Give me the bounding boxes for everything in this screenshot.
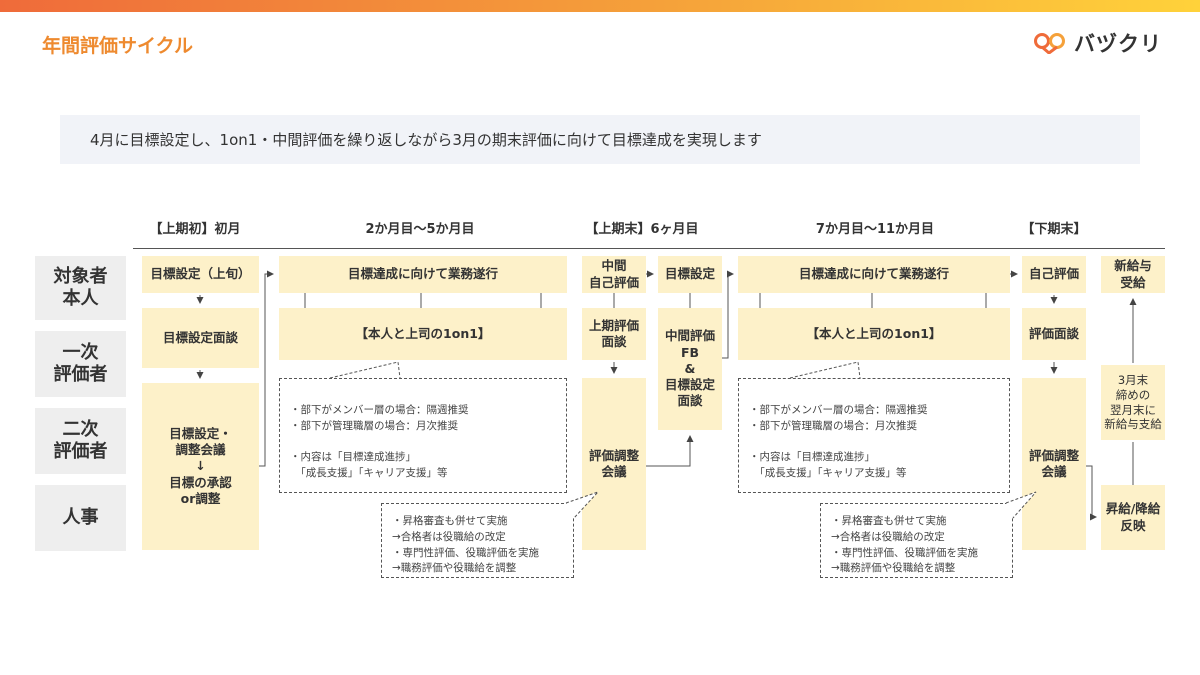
role-second-evaluator: 二次 評価者 <box>35 408 126 474</box>
phase-label-4: 7か月目〜11か月目 <box>815 222 935 237</box>
box-goal-interview: 目標設定面談 <box>142 308 259 368</box>
box-1on1-1: 【本人と上司の1on1】 <box>279 308 567 360</box>
box-mid-self-eval: 中間 自己評価 <box>582 256 646 293</box>
logo-text: バヅクリ <box>1074 32 1162 56</box>
box-eval-adjust-meeting-1: 評価調整 会議 <box>582 378 646 550</box>
company-logo: バヅクリ <box>1032 28 1172 58</box>
page-title: 年間評価サイクル <box>42 35 194 57</box>
phase-label-1: 【上期初】初月 <box>149 222 241 237</box>
box-goal-setting-early: 目標設定（上旬） <box>142 256 259 293</box>
role-self: 対象者 本人 <box>35 256 126 320</box>
note-hr-2: ・昇格審査も併せて実施 →合格者は役職給の改定 ・専門性評価、役職評価を実施 →… <box>820 503 1013 578</box>
box-task-execution-1: 目標達成に向けて業務遂行 <box>279 256 567 293</box>
role-hr: 人事 <box>35 485 126 551</box>
note-hr-1: ・昇格審査も併せて実施 →合格者は役職給の改定 ・専門性評価、役職評価を実施 →… <box>381 503 574 578</box>
note-1on1-1: ・部下がメンバー層の場合：隔週推奨 ・部下が管理職層の場合：月次推奨 ・内容は「… <box>279 378 567 493</box>
box-new-salary-note: 3月末 締めの 翌月末に 新給与支給 <box>1101 365 1165 440</box>
summary-banner: 4月に目標設定し、1on1・中間評価を繰り返しながら3月の期末評価に向けて目標達… <box>60 115 1140 164</box>
logo-mark-icon <box>1034 33 1065 54</box>
box-raise-reflect: 昇給/降給 反映 <box>1101 485 1165 550</box>
box-task-execution-2: 目標達成に向けて業務遂行 <box>738 256 1010 293</box>
box-1on1-2: 【本人と上司の1on1】 <box>738 308 1010 360</box>
box-mid-fb-interview: 中間評価 FB & 目標設定 面談 <box>658 308 722 430</box>
box-h1-eval-interview: 上期評価 面談 <box>582 308 646 360</box>
box-adjust-meeting: 目標設定・ 調整会議 ↓ 目標の承認 or調整 <box>142 383 259 550</box>
role-first-evaluator: 一次 評価者 <box>35 331 126 397</box>
box-goal-setting-mid: 目標設定 <box>658 256 722 293</box>
top-gradient-bar <box>0 0 1200 12</box>
box-eval-adjust-meeting-2: 評価調整 会議 <box>1022 378 1086 550</box>
box-new-salary: 新給与 受給 <box>1101 256 1165 293</box>
phase-label-3: 【上期末】6ヶ月目 <box>585 222 699 237</box>
note-1on1-2: ・部下がメンバー層の場合：隔週推奨 ・部下が管理職層の場合：月次推奨 ・内容は「… <box>738 378 1010 493</box>
phase-label-5: 【下期末】 <box>1021 222 1087 237</box>
header-divider <box>133 248 1165 249</box>
box-self-eval: 自己評価 <box>1022 256 1086 293</box>
phase-label-2: 2か月目〜5か月目 <box>365 222 475 237</box>
box-eval-interview: 評価面談 <box>1022 308 1086 360</box>
